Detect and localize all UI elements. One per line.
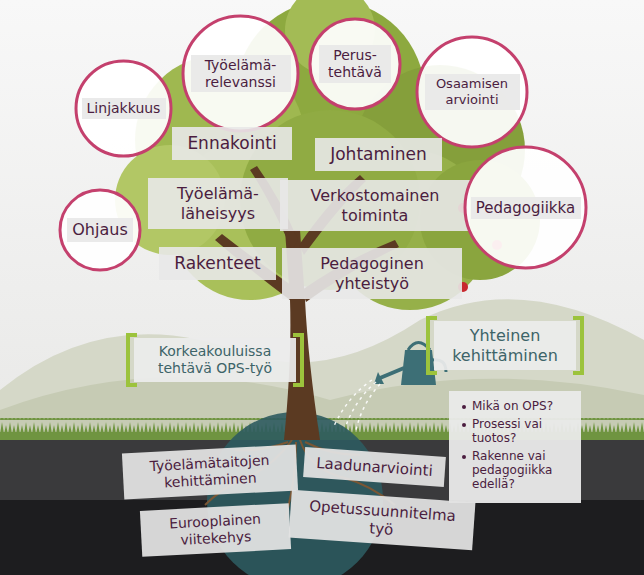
circle-ring [310,19,400,109]
text-block: Ennakointi [187,133,277,153]
text-block: Verkostomainen toiminta [295,186,455,224]
topic-box: Johtaminen [315,138,442,171]
node-label: Osaamisen arviointi [430,76,515,107]
bracket-right [293,335,302,385]
root-box: Laadunarviointi [303,447,446,487]
topic-box: Työelämä- läheisyys [148,178,288,229]
node-label: Rakenne vai pedagogiikka edellä? [460,449,570,492]
topic-box: Verkostomainen toiminta [280,180,470,231]
topic-circle: Osaamisen arviointi [415,35,529,149]
text-block: Johtaminen [330,144,427,164]
text-block: Työelämä- relevanssi [191,55,291,93]
bracket-right [573,318,582,373]
node-label: Prosessi vai tuotos? [460,417,570,446]
text-block: Ohjaus [67,218,133,241]
node-label: Ohjaus [72,220,128,239]
node-label: Verkostomainen toiminta [295,186,455,224]
text-block: Pedagogiikka [471,197,581,219]
topic-circle: Perus- tehtävä [308,17,402,111]
text-block: Linjakkuus [82,98,166,119]
node-label: Johtaminen [330,144,427,164]
bracket-left [128,335,137,385]
node-label: Opetussuunnitelma työ [301,496,463,543]
circle-ring [183,16,298,131]
root-box: Eurooplainen viitekehys [140,503,291,557]
text-block: Osaamisen arviointi [425,74,520,109]
text-block: Opetussuunnitelma työ [301,496,463,543]
node-label: Eurooplainen viitekehys [152,510,279,550]
node-label: Työelämä- relevanssi [196,57,286,91]
text-block: Yhteinen kehittäminen [445,326,565,364]
bracket-left [428,318,437,373]
bracket-box: Korkeakouluissa tehtävä OPS-työ [125,333,305,387]
topic-circle: Pedagogiikka [463,145,588,270]
node-label: Työelämätaitojen kehittäminen [134,451,286,492]
text-block: Työelämätaitojen kehittäminen [134,451,286,492]
topic-circle: Ohjaus [58,188,142,272]
node-label: Laadunarviointi [316,454,434,480]
bracket-fill [434,321,576,370]
topic-circle: Linjakkuus [74,59,173,158]
topic-box: Ennakointi [172,127,292,160]
water [334,380,380,430]
root-box: Opetussuunnitelma työ [289,490,476,551]
circle-ring [417,37,527,147]
root-box: Työelämätaitojen kehittäminen [122,444,298,499]
node-label: Työelämä- läheisyys [163,184,273,222]
topic-box: Rakenteet [159,247,276,280]
text-block: Rakenteet [174,253,261,273]
node-label: Pedagogiikka [476,199,576,217]
circle-ring [76,61,171,156]
text-block: Korkeakouluissa tehtävä OPS-työ [145,343,285,377]
text-block: Mikä on OPS? Prosessi vai tuotos? Rakenne … [460,399,570,494]
node-label: Yhteinen kehittäminen [445,326,565,364]
text-block: Perus- tehtävä [319,45,391,83]
topic-box: Pedagoginen yhteistyö [282,248,462,299]
text-block: Pedagoginen yhteistyö [297,254,447,292]
node-label: Korkeakouluissa tehtävä OPS-työ [145,343,285,377]
node-label: Pedagoginen yhteistyö [297,254,447,292]
bracket-box: Yhteinen kehittäminen [425,316,585,375]
question-list: Mikä on OPS? Prosessi vai tuotos? Rakenne … [449,391,581,503]
topic-circle: Työelämä- relevanssi [181,14,300,133]
circle-ring [60,190,140,270]
node-label: Mikä on OPS? [460,399,570,413]
node-label: Rakenteet [174,253,261,273]
node-label: Ennakointi [187,133,277,153]
canopy [115,0,540,310]
text-block: Laadunarviointi [316,454,434,480]
text-block: Työelämä- läheisyys [163,184,273,222]
bracket-fill [134,338,296,382]
node-label: Perus- tehtävä [324,47,386,81]
circle-ring [465,147,586,268]
node-label: Linjakkuus [87,100,161,117]
text-block: Eurooplainen viitekehys [152,510,279,550]
